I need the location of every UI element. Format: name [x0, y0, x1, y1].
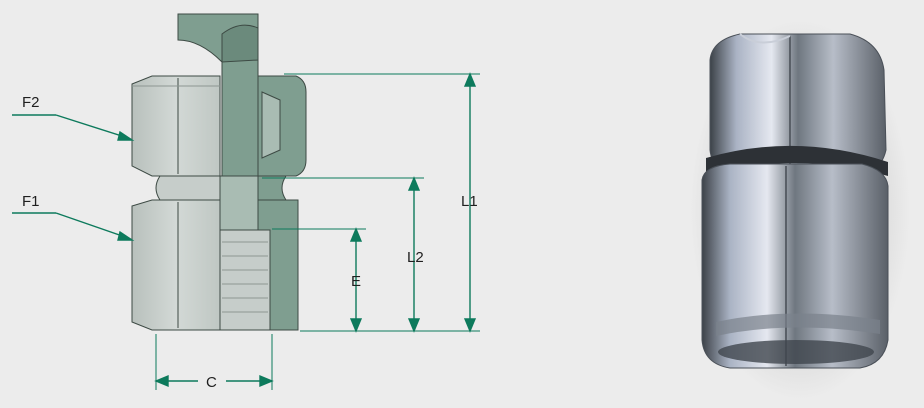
- label-f2: F2: [22, 94, 40, 111]
- label-c: C: [206, 374, 217, 391]
- label-e: E: [351, 273, 361, 290]
- leader-lines: [12, 114, 135, 241]
- dimension-lines: [154, 72, 477, 388]
- label-l2: L2: [407, 249, 424, 266]
- fitting-cross-section: [131, 13, 307, 331]
- hex-fitting-photo: [690, 20, 910, 400]
- label-f1: F1: [22, 193, 40, 210]
- label-l1: L1: [461, 193, 478, 210]
- extension-lines: [155, 73, 480, 390]
